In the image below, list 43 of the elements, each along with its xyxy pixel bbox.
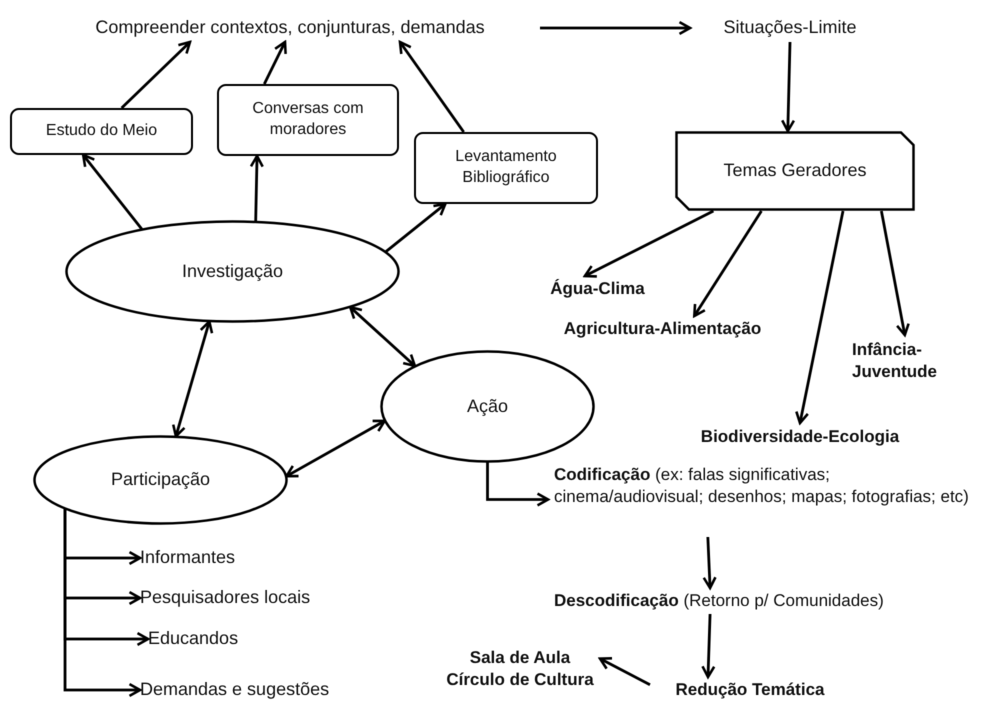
concept-text: Agricultura-Alimentação [530,316,795,342]
concept-text: Infância- Juventude [852,335,962,387]
arrow [384,202,447,253]
node-label: Temas Geradores [723,159,867,182]
node-label: Levantamento Bibliográfico [454,147,558,188]
double-arrow [285,420,386,478]
double-arrow [172,320,214,438]
node-label: Investigação [182,260,284,283]
double-arrow [348,306,416,368]
arrow [702,536,717,590]
concept-text: Codificação (ex: falas significativas; cinema/audiovisual; desenhos; mapas; fotografias; etc) [548,462,980,537]
arrow [584,210,714,278]
concept-text: Biodiversidade-Ecologia [670,423,930,451]
rounded-box [217,84,399,156]
concept-text: Demandas e sugestões [140,677,380,702]
arrow [780,42,796,132]
node-label: Conversas com moradores [251,99,365,140]
rounded-box [414,132,598,204]
arrow [701,614,716,678]
arrow [120,40,192,109]
arrow [250,154,264,222]
arrow [263,40,287,85]
rounded-box [10,108,193,155]
concept-text: Redução Temática [650,677,850,702]
concept-text: Descodificação (Retorno p/ Comunidades) [548,588,986,614]
arrow [880,210,910,336]
arrow [486,462,550,507]
arrow [398,40,465,133]
concept-text: Pesquisadores locais [140,585,380,611]
concept-text: Sala de Aula Círculo de Cultura [440,643,600,695]
concept-text: Educandos [148,626,348,652]
concept-text: Compreender contextos, conjunturas, demandas [40,14,540,42]
concept-text: Água-Clima [540,276,655,302]
node-label: Ação [466,394,508,418]
node-label: Participação [110,468,210,492]
arrow [82,154,143,230]
arrow [540,20,692,36]
arrow [598,657,651,686]
concept-text: Situações-Limite [690,14,890,42]
concept-text: Informantes [140,545,340,571]
arrow [795,210,844,424]
node-label: Estudo do Meio [46,121,158,142]
arrow [693,210,763,318]
